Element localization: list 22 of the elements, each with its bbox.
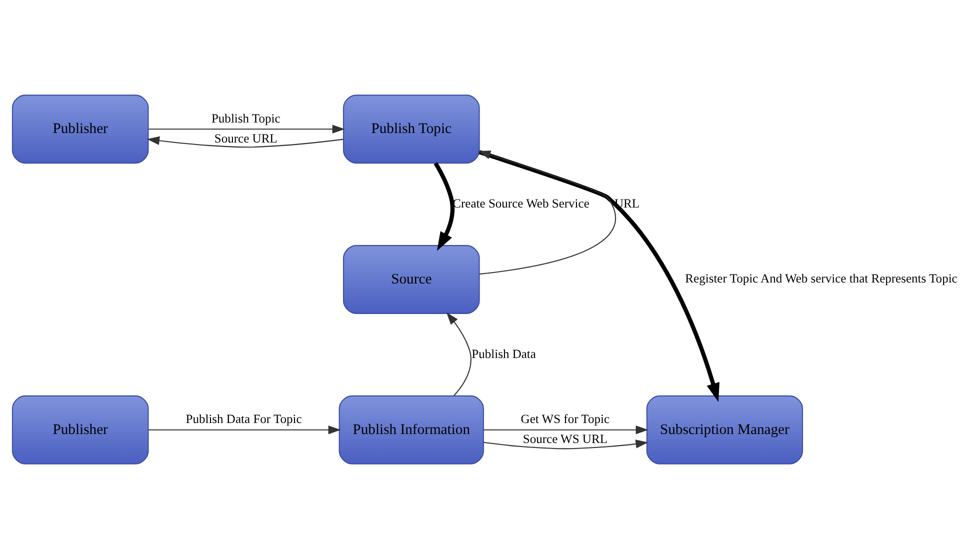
arrow	[146, 136, 344, 148]
arrow	[446, 312, 472, 396]
edge-label: Source WS URL	[522, 432, 608, 446]
arrow	[148, 424, 341, 434]
node-box: Subscription Manager	[646, 394, 804, 464]
node-box: Publisher	[12, 94, 149, 164]
edge-label: Publish Data For Topic	[186, 412, 302, 426]
edge-label: Register Topic And Web service that Represents Topic	[685, 271, 958, 286]
arrow	[478, 150, 616, 274]
arrow	[148, 124, 345, 134]
arrow	[478, 150, 720, 402]
arrow	[484, 424, 648, 434]
arrow	[434, 162, 455, 250]
edge-label: Publish Topic	[211, 110, 280, 125]
node-box: Source	[343, 244, 480, 314]
node-box: Publish Topic	[343, 94, 480, 164]
arrow	[484, 439, 648, 449]
edge-label: Get WS for Topic	[520, 412, 610, 426]
edge-label: Source URL	[214, 130, 278, 145]
node-box: Publisher	[12, 394, 149, 464]
edge-label: Publish Data	[472, 346, 536, 360]
node-box: Publish Information	[338, 394, 484, 464]
